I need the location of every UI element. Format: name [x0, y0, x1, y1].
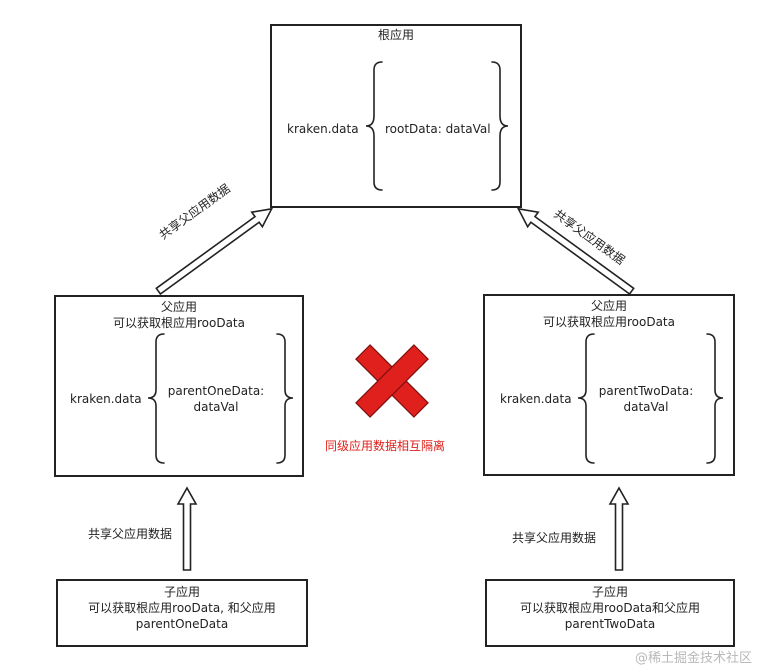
root-app-box: [270, 24, 522, 208]
parent-right-left-brace: [577, 333, 595, 464]
parent-app-left-data-label: kraken.data: [70, 392, 142, 406]
parent-left-right-brace: [276, 333, 294, 464]
root-app-data-label: kraken.data: [287, 122, 359, 136]
parent-app-right-title: 父应用: [590, 299, 627, 313]
parent-app-left-box: [54, 295, 304, 477]
share-label-lower-left: 共享父应用数据: [88, 527, 173, 541]
child-app-right-title: 子应用: [591, 585, 628, 599]
watermark: @稀土掘金技术社区: [634, 651, 752, 666]
root-right-brace: [491, 61, 509, 191]
parent-app-right-data-key: parentTwoData:: [598, 384, 694, 398]
parent-app-right-data-value: dataVal: [623, 400, 669, 414]
root-app-data-content: rootData: dataVal: [385, 122, 491, 136]
red-x-icon: [355, 344, 429, 418]
arrow-lower-left: [176, 486, 198, 571]
parent-app-right-data-label: kraken.data: [500, 392, 572, 406]
arrow-lower-right: [608, 486, 630, 571]
child-app-left-line2: 可以获取根应用rooData, 和父应用: [88, 601, 276, 615]
child-app-left-line3: parentOneData: [135, 617, 229, 631]
parent-app-right-subtitle: 可以获取根应用rooData: [542, 315, 675, 329]
parent-right-right-brace: [706, 333, 724, 464]
isolation-label: 同级应用数据相互隔离: [325, 439, 446, 453]
child-app-right-line2: 可以获取根应用rooData和父应用: [519, 601, 700, 615]
root-left-brace: [365, 61, 383, 191]
root-app-title: 根应用: [377, 28, 414, 42]
parent-app-right-box: [483, 294, 735, 476]
parent-left-left-brace: [147, 333, 165, 464]
parent-app-left-data-key: parentOneData:: [167, 384, 265, 398]
parent-app-left-title: 父应用: [160, 300, 197, 314]
child-app-right-line3: parentTwoData: [564, 617, 656, 631]
child-app-left-box: [56, 579, 308, 647]
child-app-right-box: [485, 579, 735, 647]
parent-app-left-data-value: dataVal: [193, 400, 239, 414]
share-label-lower-right: 共享父应用数据: [512, 531, 597, 545]
parent-app-left-subtitle: 可以获取根应用rooData: [112, 316, 245, 330]
arrow-upper-left: [155, 207, 274, 296]
arrow-upper-right: [516, 207, 635, 296]
child-app-left-title: 子应用: [163, 585, 200, 599]
